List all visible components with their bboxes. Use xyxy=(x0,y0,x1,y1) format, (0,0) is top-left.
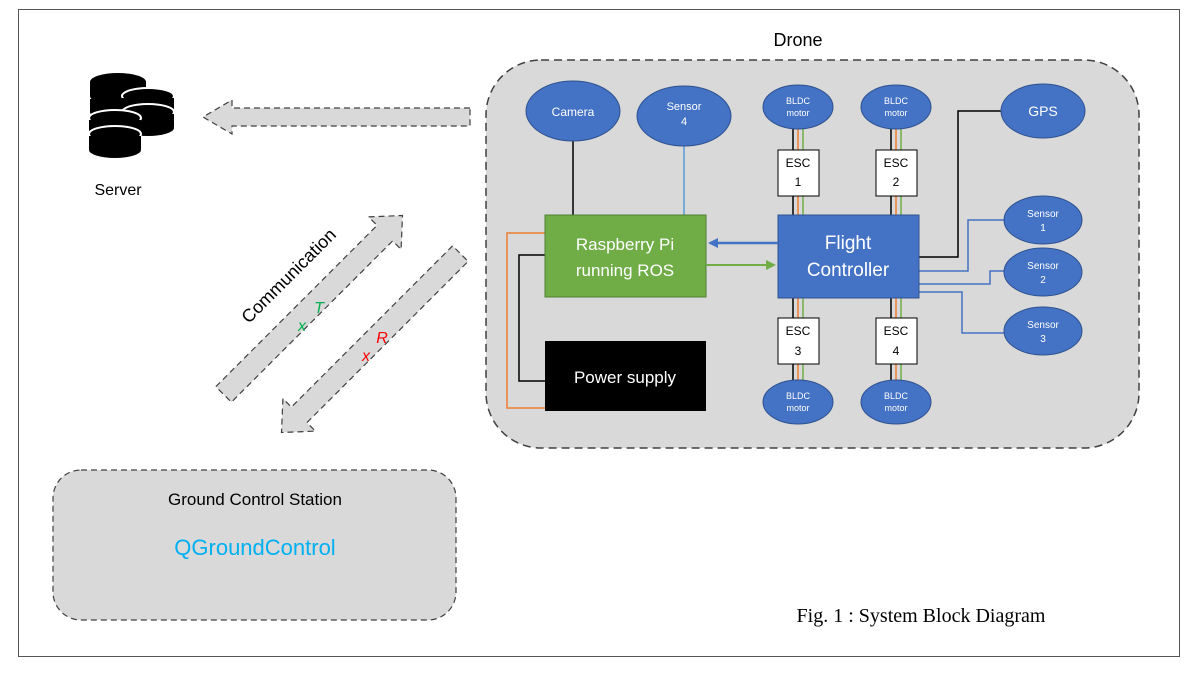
svg-text:1: 1 xyxy=(1040,223,1046,234)
bldc-motor-3: BLDC motor xyxy=(762,379,834,425)
raspberry-pi-label-line1: Raspberry Pi xyxy=(576,235,674,254)
power-supply-label: Power supply xyxy=(574,368,677,387)
esc-1: ESC 1 xyxy=(777,149,820,197)
gps-node xyxy=(1000,83,1086,139)
sensor-1-node: Sensor 1 xyxy=(1003,195,1083,245)
figure-caption: Fig. 1 : System Block Diagram xyxy=(797,605,1046,627)
sensor4-label-line2: 4 xyxy=(681,116,687,128)
svg-text:ESC: ESC xyxy=(884,156,909,170)
esc-4: ESC 4 xyxy=(875,317,918,365)
svg-text:3: 3 xyxy=(795,344,802,358)
svg-text:BLDC: BLDC xyxy=(786,391,811,401)
svg-text:Sensor: Sensor xyxy=(1027,209,1059,220)
bldc-motor-4: BLDC motor xyxy=(860,379,932,425)
sensor4-label-line1: Sensor xyxy=(667,101,702,113)
flight-controller-label-line2: Controller xyxy=(807,260,890,281)
gps-wire xyxy=(919,110,1005,258)
ground-station-panel xyxy=(52,469,457,621)
rx-label-r: R xyxy=(376,330,388,347)
tx-label-x: x xyxy=(297,318,307,335)
sensor1-wire xyxy=(919,219,1005,272)
svg-text:motor: motor xyxy=(786,108,809,118)
gps-label: GPS xyxy=(1028,103,1058,119)
svg-text:1: 1 xyxy=(795,175,802,189)
flight-controller-label-line1: Flight xyxy=(825,233,872,254)
rx-arrow xyxy=(280,244,470,434)
svg-text:BLDC: BLDC xyxy=(884,96,909,106)
sensor3-wire xyxy=(919,291,1005,334)
camera-label: Camera xyxy=(552,105,595,119)
tx-arrow xyxy=(214,214,404,404)
svg-text:3: 3 xyxy=(1040,334,1046,345)
flight-controller-block xyxy=(777,214,920,299)
svg-text:motor: motor xyxy=(884,403,907,413)
motor-wires-top xyxy=(792,128,902,215)
raspberry-pi-block xyxy=(544,214,707,298)
qgroundcontrol-label: QGroundControl xyxy=(174,535,335,560)
sensor-2-node: Sensor 2 xyxy=(1003,247,1083,297)
svg-text:Sensor: Sensor xyxy=(1027,320,1059,331)
svg-text:BLDC: BLDC xyxy=(786,96,811,106)
svg-text:2: 2 xyxy=(893,175,900,189)
bldc-motor-1: BLDC motor xyxy=(762,84,834,130)
drone-title: Drone xyxy=(773,30,822,50)
svg-text:4: 4 xyxy=(893,344,900,358)
tx-label-t: T xyxy=(314,300,325,317)
camera-node xyxy=(525,80,621,142)
svg-text:ESC: ESC xyxy=(786,324,811,338)
svg-text:ESC: ESC xyxy=(884,324,909,338)
sensor-3-node: Sensor 3 xyxy=(1003,306,1083,356)
power-supply-block xyxy=(545,341,706,411)
svg-text:motor: motor xyxy=(786,403,809,413)
sensor4-node xyxy=(636,85,732,147)
svg-text:Sensor: Sensor xyxy=(1027,261,1059,272)
rx-label-x: x xyxy=(361,348,371,365)
communication-label: Communication xyxy=(237,224,340,327)
power-wire-orange xyxy=(506,232,545,409)
svg-text:2: 2 xyxy=(1040,275,1046,286)
esc-2: ESC 2 xyxy=(875,149,918,197)
svg-text:ESC: ESC xyxy=(786,156,811,170)
esc-3: ESC 3 xyxy=(777,317,820,365)
upload-arrow xyxy=(201,98,471,136)
raspberry-pi-label-line2: running ROS xyxy=(576,261,674,280)
ground-station-title: Ground Control Station xyxy=(168,490,342,509)
server-label: Server xyxy=(94,182,142,199)
sensor2-wire xyxy=(919,270,1005,285)
power-wire-black xyxy=(518,254,545,382)
server-database-icon xyxy=(88,73,175,158)
svg-text:motor: motor xyxy=(884,108,907,118)
svg-text:BLDC: BLDC xyxy=(884,391,909,401)
bldc-motor-2: BLDC motor xyxy=(860,84,932,130)
